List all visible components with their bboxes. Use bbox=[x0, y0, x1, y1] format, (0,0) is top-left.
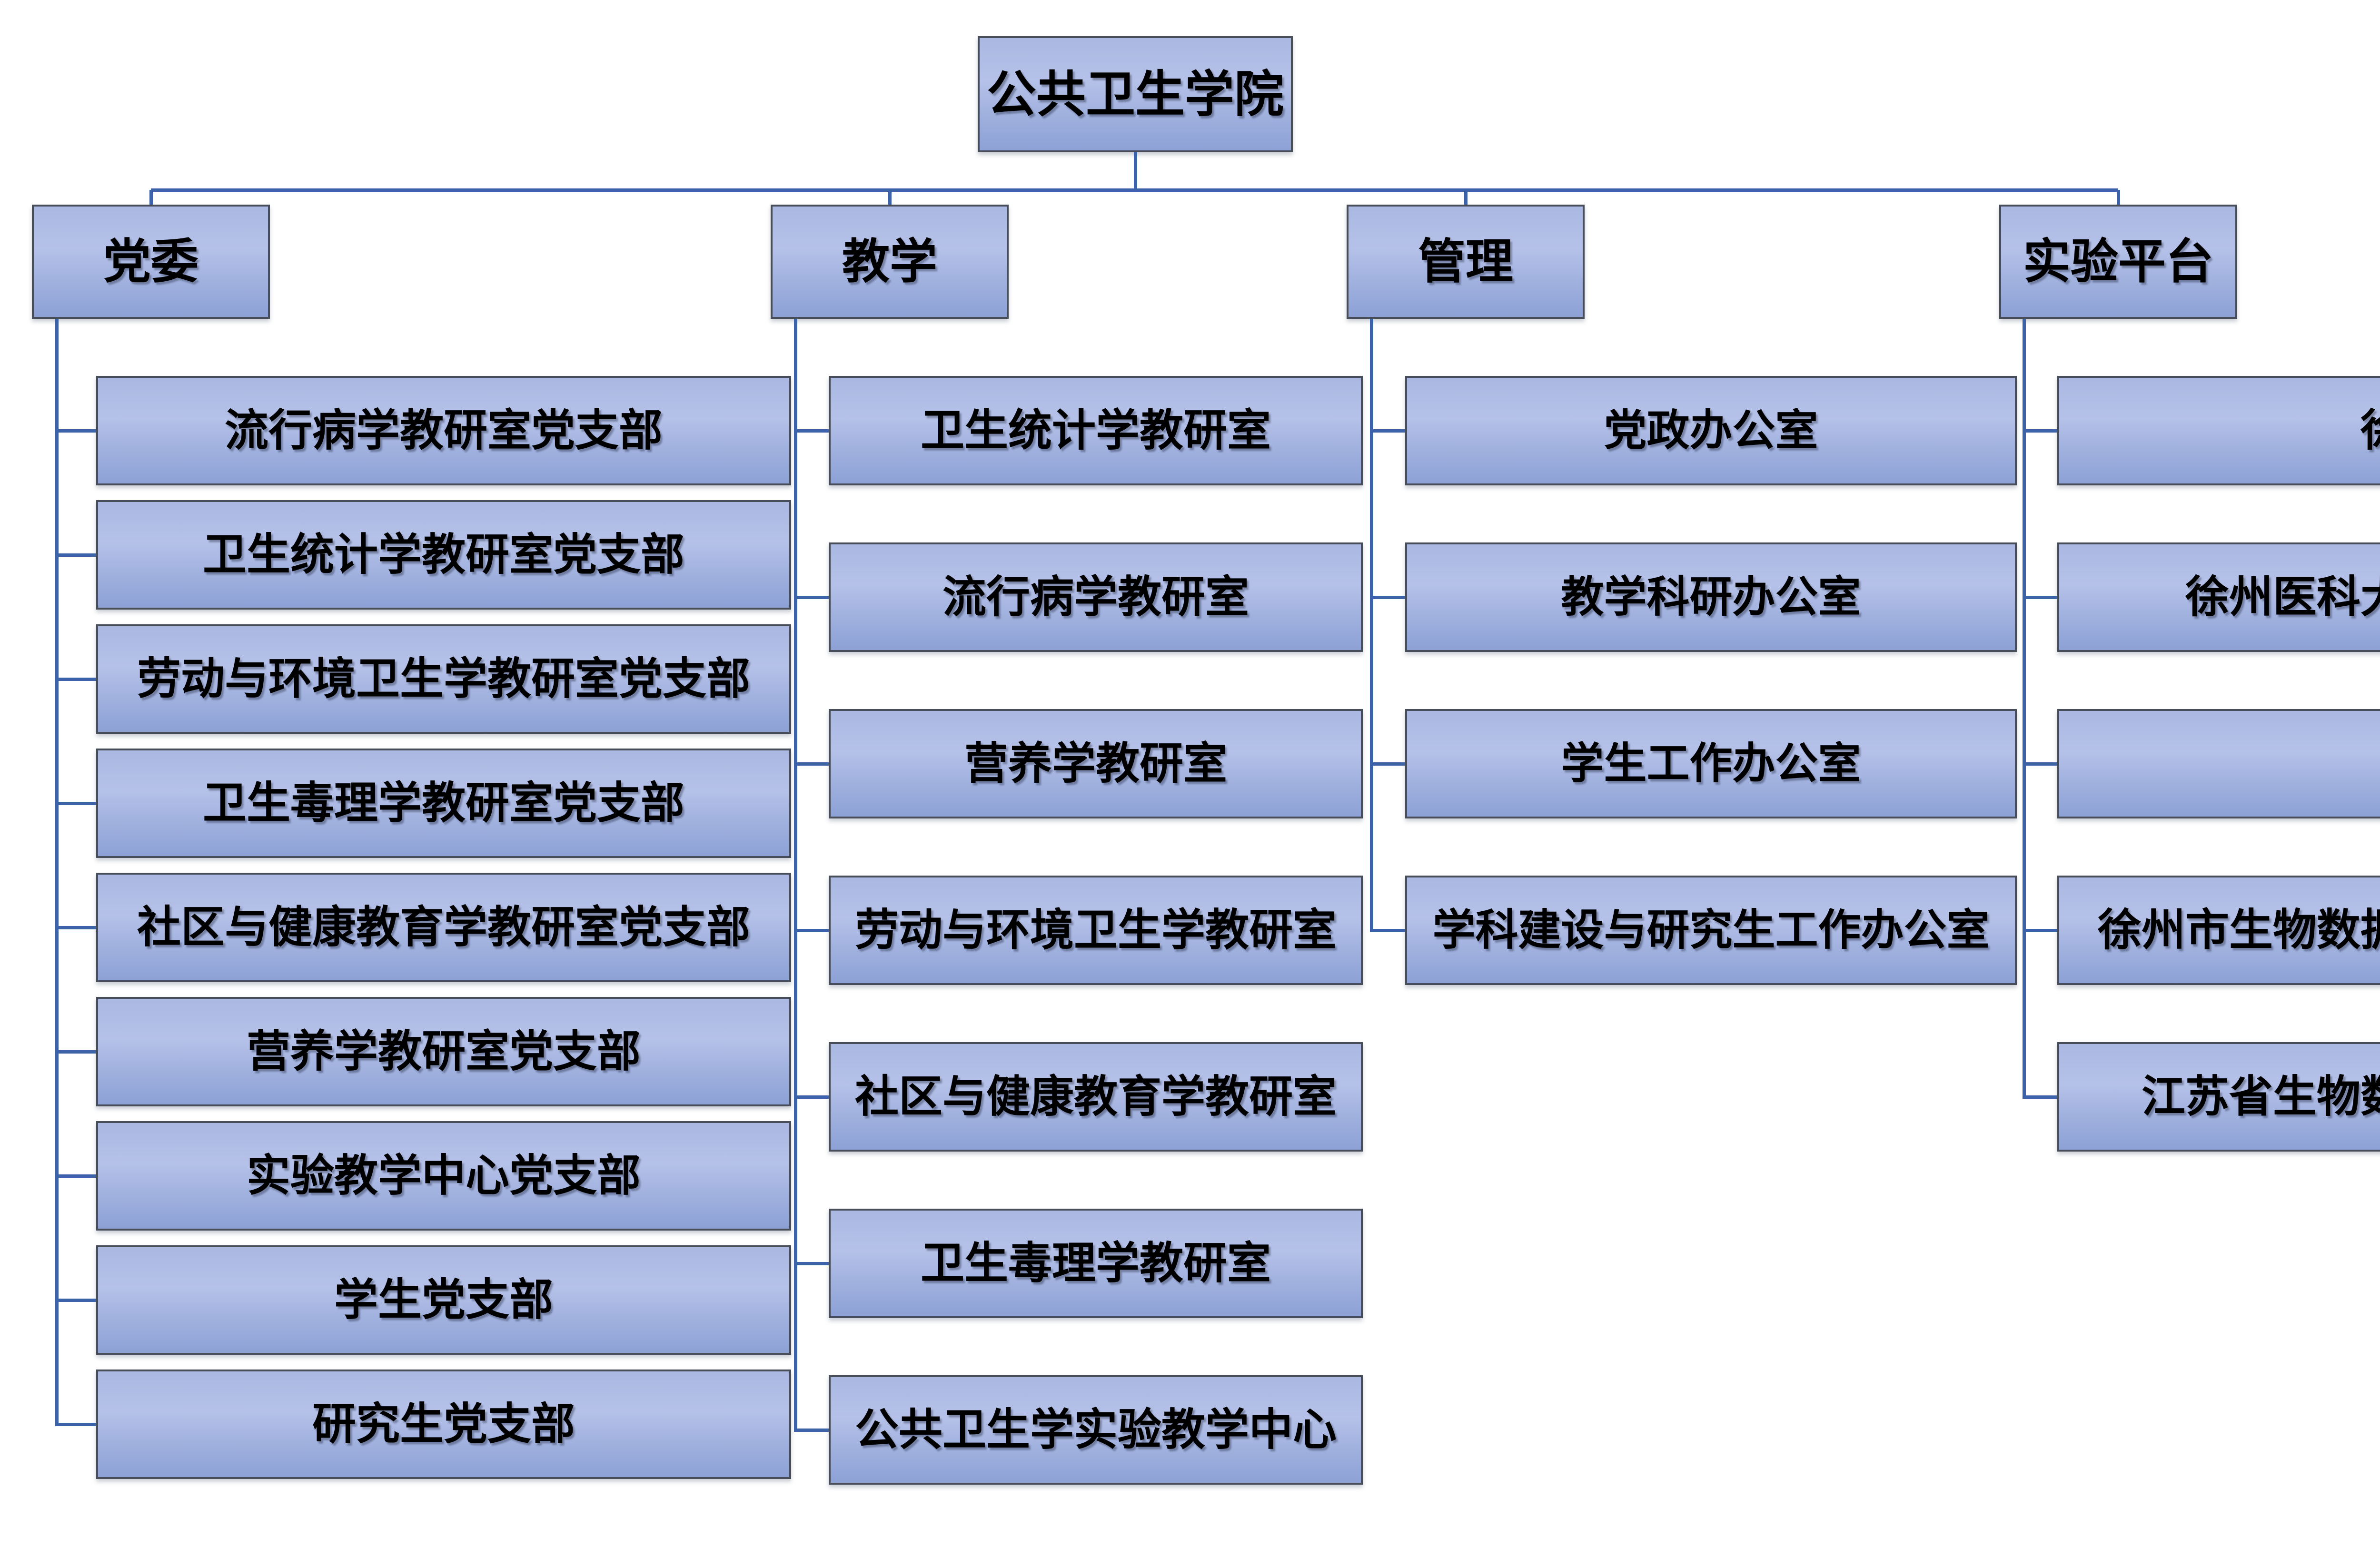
connector-bus bbox=[151, 188, 2118, 192]
connector-branch-vertical bbox=[1369, 319, 1373, 932]
child-box: 卫生毒理学教研室党支部 bbox=[96, 749, 791, 858]
connector-child-stub bbox=[1371, 429, 1405, 433]
connector-branch-vertical bbox=[2022, 319, 2026, 1099]
child-box: 卫生统计学教研室党支部 bbox=[96, 500, 791, 610]
child-box: 流行病学教研室 bbox=[829, 542, 1363, 652]
child-box: 卫生毒理学教研室 bbox=[829, 1209, 1363, 1318]
connector-child-stub bbox=[57, 926, 96, 929]
child-box: 劳动与环境卫生学教研室 bbox=[829, 876, 1363, 985]
connector-child-stub bbox=[795, 1261, 829, 1265]
connector-branch-stub bbox=[888, 190, 892, 205]
connector-child-stub bbox=[2024, 429, 2057, 433]
child-box: 劳动与环境卫生学教研室党支部 bbox=[96, 624, 791, 734]
child-box: 江苏省生物数据挖掘与医疗健康转化工程研究中心 bbox=[2057, 1042, 2380, 1152]
connector-child-stub bbox=[1371, 595, 1405, 599]
child-box: 研究生党支部 bbox=[96, 1370, 791, 1479]
connector-child-stub bbox=[795, 928, 829, 932]
child-box: 徐州医科大学统计分析中心 bbox=[2057, 376, 2380, 485]
branch-box: 党委 bbox=[32, 205, 270, 319]
connector-child-stub bbox=[795, 1428, 829, 1432]
child-box: 营养学教研室 bbox=[829, 709, 1363, 818]
child-box: 营养学教研室党支部 bbox=[96, 997, 791, 1106]
connector-branch-vertical bbox=[793, 319, 797, 1432]
child-box: 社区与健康教育学教研室 bbox=[829, 1042, 1363, 1152]
connector-branch-stub bbox=[1464, 190, 1468, 205]
branch-box: 管理 bbox=[1347, 205, 1585, 319]
branch-box: 实验平台 bbox=[1999, 205, 2237, 319]
child-box: 徐州医科大学人类遗传和环境医学重点实验室 bbox=[2057, 542, 2380, 652]
connector-branch-stub bbox=[2116, 190, 2120, 205]
child-box: 徐州市环境与健康实验室 bbox=[2057, 709, 2380, 818]
child-box: 卫生统计学教研室 bbox=[829, 376, 1363, 485]
connector-child-stub bbox=[57, 1298, 96, 1302]
connector-child-stub bbox=[795, 595, 829, 599]
child-box: 实验教学中心党支部 bbox=[96, 1121, 791, 1231]
child-box: 学生党支部 bbox=[96, 1245, 791, 1355]
node-root: 公共卫生学院 bbox=[978, 36, 1293, 152]
connector-child-stub bbox=[2024, 1095, 2057, 1099]
child-box: 社区与健康教育学教研室党支部 bbox=[96, 873, 791, 982]
child-box: 党政办公室 bbox=[1405, 376, 2017, 485]
child-box: 教学科研办公室 bbox=[1405, 542, 2017, 652]
child-box: 公共卫生学实验教学中心 bbox=[829, 1375, 1363, 1485]
connector-child-stub bbox=[57, 677, 96, 681]
child-box: 流行病学教研室党支部 bbox=[96, 376, 791, 485]
child-box: 学科建设与研究生工作办公室 bbox=[1405, 876, 2017, 985]
connector-child-stub bbox=[2024, 762, 2057, 766]
connector-child-stub bbox=[795, 429, 829, 433]
connector-root-stub bbox=[1133, 152, 1137, 190]
child-box: 学生工作办公室 bbox=[1405, 709, 2017, 818]
connector-child-stub bbox=[1371, 928, 1405, 932]
branch-box: 教学 bbox=[771, 205, 1009, 319]
connector-child-stub bbox=[57, 553, 96, 557]
connector-child-stub bbox=[57, 1422, 96, 1426]
connector-branch-stub bbox=[149, 190, 153, 205]
connector-branch-vertical bbox=[55, 319, 59, 1426]
connector-child-stub bbox=[57, 1050, 96, 1054]
connector-child-stub bbox=[1371, 762, 1405, 766]
connector-child-stub bbox=[795, 1095, 829, 1099]
connector-child-stub bbox=[795, 762, 829, 766]
child-box: 徐州市生物数据挖掘与医疗健康转化创新工程研究中心 bbox=[2057, 876, 2380, 985]
connector-child-stub bbox=[2024, 595, 2057, 599]
connector-child-stub bbox=[2024, 928, 2057, 932]
connector-child-stub bbox=[57, 801, 96, 805]
connector-child-stub bbox=[57, 429, 96, 433]
connector-child-stub bbox=[57, 1174, 96, 1178]
